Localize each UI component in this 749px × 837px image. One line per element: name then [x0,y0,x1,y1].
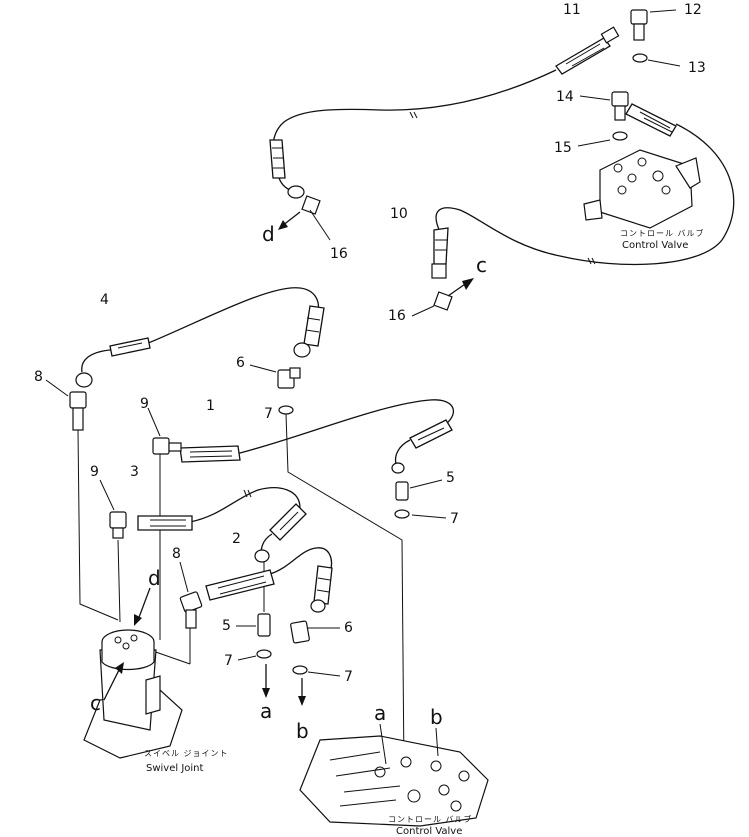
fitting-12 [630,9,648,25]
callout-8-upper: 8 [34,369,43,385]
callout-8-lower: 8 [172,546,181,562]
callout-9-upper: 9 [140,396,149,412]
fitting-9-lower [109,511,127,529]
control-valve-top-en-label: Control Valve [622,240,688,251]
fitting-16-lower [433,291,453,311]
swivel-joint [83,629,183,759]
o-ring-7-lower-right [292,665,308,675]
letter-a-valve: a [374,701,386,725]
hose-11 [555,37,611,75]
arrow-d-upper [278,220,288,230]
fitting-16-upper [301,195,321,215]
letter-b-arrow: b [296,719,309,743]
callout-3: 3 [130,464,139,480]
arrow-d-swivel [134,614,142,626]
fitting-8-upper [69,391,87,409]
callouts: 11 12 13 14 15 10 16 16 4 6 8 9 1 7 9 3 … [34,2,706,685]
callout-13: 13 [688,60,706,76]
callout-15: 15 [554,140,572,156]
callout-1: 1 [206,398,215,414]
callout-7-right: 7 [450,511,459,527]
callout-16-lower: 16 [388,308,406,324]
hose-1 [179,445,241,463]
arrow-c-swivel [115,662,124,674]
callout-7-lower-left: 7 [224,653,233,669]
callout-10: 10 [390,206,408,222]
upper-hose-assembly: コントロール バルブ Control Valve [269,9,735,317]
arrow-c-upper [462,278,474,290]
o-ring-15 [612,131,628,141]
callout-5-lower: 5 [222,618,231,634]
arrow-b-lower [298,696,306,706]
letter-d-upper: d [262,222,275,246]
callout-6-upper: 6 [236,355,245,371]
o-ring-13 [632,53,648,63]
callout-9-lower: 9 [90,464,99,480]
letter-a-arrow: a [260,699,272,723]
lower-hose-assembly: スイベル ジョイント Swivel Joint コントロール バルブ Contr… [45,287,489,837]
hose-10 [433,227,449,265]
control-valve-bottom-jp-label: コントロール バルブ [388,814,473,824]
callout-14: 14 [556,89,574,105]
callout-4: 4 [100,292,109,308]
fitting-14 [611,91,629,107]
fitting-5-lower [257,613,271,637]
hose-4 [109,337,151,357]
control-valve-top-jp-label: コントロール バルブ [620,228,705,238]
o-ring-7-right [394,509,410,519]
callout-12: 12 [684,2,702,18]
letter-b-valve: b [430,705,443,729]
callout-11: 11 [563,2,581,18]
fitting-9-upper [152,437,170,455]
letter-d-swivel: d [148,566,161,590]
connection-letters: d c d c a b a b [90,222,487,743]
callout-7-lower-right: 7 [344,669,353,685]
arrow-a-lower [262,688,270,698]
control-valve-top [583,149,701,229]
callout-7-upper: 7 [264,406,273,422]
hose-3 [137,515,193,531]
swivel-joint-jp-label: スイベル ジョイント [144,749,229,758]
control-valve-bottom-en-label: Control Valve [396,826,462,837]
o-ring-7-upper [278,405,294,415]
swivel-joint-en-label: Swivel Joint [146,763,204,774]
callout-6-lower: 6 [344,620,353,636]
callout-16-upper: 16 [330,246,348,262]
fitting-5-right [395,481,409,501]
o-ring-7-lower-left [256,649,272,659]
callout-5-right: 5 [446,470,455,486]
fitting-6-lower [290,620,310,644]
hose-upper-left [269,139,286,179]
control-valve-bottom [299,735,489,827]
callout-2: 2 [232,531,241,547]
letter-c-upper: c [476,253,487,277]
letter-c-swivel: c [90,691,101,715]
